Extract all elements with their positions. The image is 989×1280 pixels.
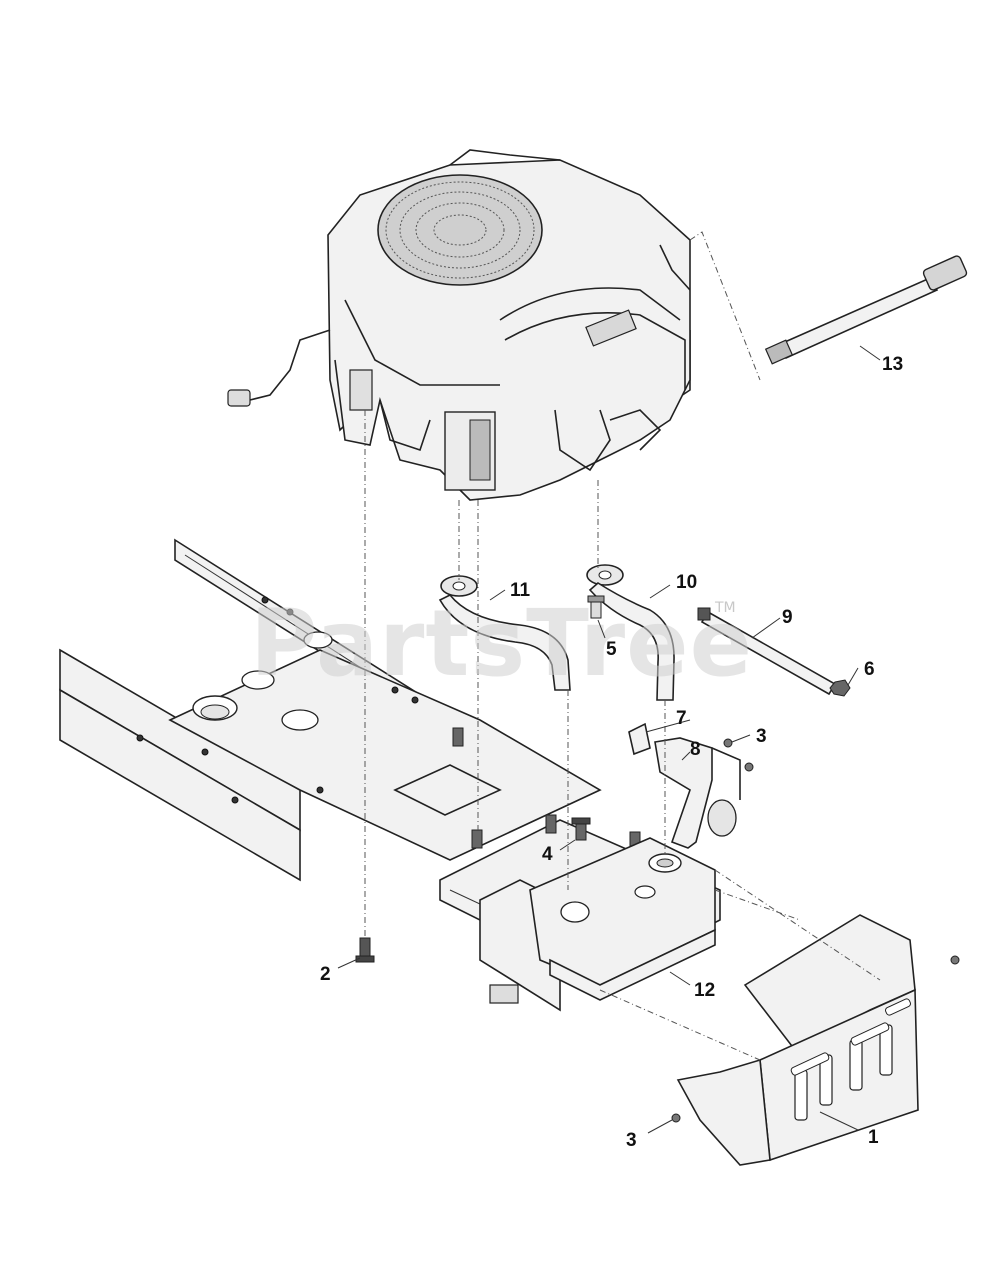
callout-2: 2 <box>320 964 331 985</box>
callout-8: 8 <box>690 739 701 760</box>
part-8-heat-shield <box>654 737 741 849</box>
part-6-nut <box>829 679 851 697</box>
callout-4: 4 <box>542 844 553 865</box>
part-7-clip <box>628 722 651 756</box>
watermark-trademark: TM <box>714 600 736 616</box>
callout-7: 7 <box>676 708 687 729</box>
part-13-drain-tube <box>689 231 968 381</box>
callout-10: 10 <box>676 572 697 593</box>
part-3-screw <box>671 738 960 1123</box>
part-12-muffler <box>529 837 716 1001</box>
callout-3-upper: 3 <box>756 726 767 747</box>
part-2-bolt <box>355 937 375 963</box>
engine <box>227 149 691 501</box>
callout-11: 11 <box>510 580 531 601</box>
frame-pins <box>452 727 557 849</box>
callout-3-lower: 3 <box>626 1130 637 1151</box>
part-9-rod <box>697 607 837 696</box>
part-11-exhaust-pipe <box>438 575 571 691</box>
callout-6: 6 <box>864 659 875 680</box>
assembly-guide-lines <box>364 410 881 1061</box>
callout-13: 13 <box>882 354 903 375</box>
watermark-text: PartsTree <box>250 590 753 697</box>
callout-9: 9 <box>782 607 793 628</box>
part-5-bolt <box>587 595 605 619</box>
callout-5: 5 <box>606 639 617 660</box>
callout-1: 1 <box>868 1127 879 1148</box>
part-1-guard <box>676 914 919 1166</box>
part-10-exhaust-pipe <box>586 564 675 701</box>
callout-12: 12 <box>694 980 715 1001</box>
leader-lines <box>337 345 881 1134</box>
